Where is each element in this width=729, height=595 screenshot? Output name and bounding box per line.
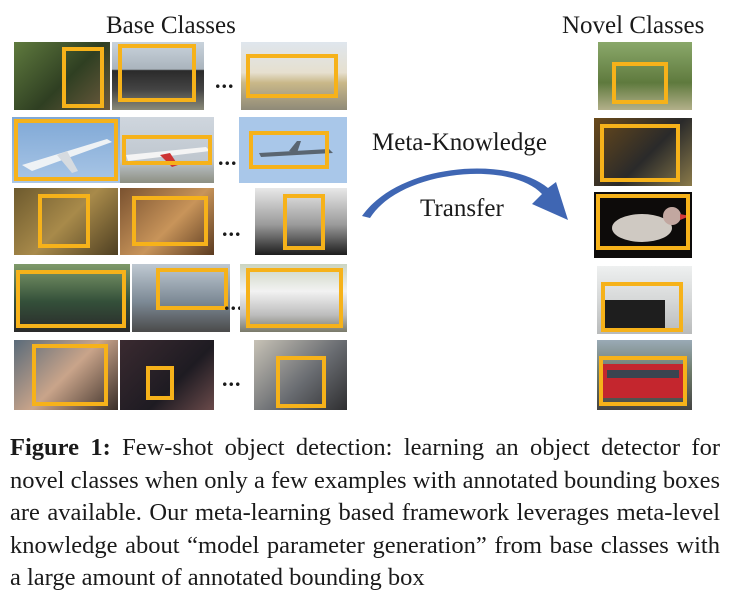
bounding-box xyxy=(16,270,126,328)
transfer-label: Transfer xyxy=(420,195,504,222)
bounding-box xyxy=(283,194,325,250)
bounding-box xyxy=(146,366,174,400)
figure-caption: Figure 1: Few-shot object detection: lea… xyxy=(10,432,720,595)
bounding-box xyxy=(132,196,208,246)
ellipsis: ... xyxy=(222,216,242,241)
bounding-box xyxy=(38,194,90,248)
base-classes-title: Base Classes xyxy=(106,12,236,39)
novel-classes-title: Novel Classes xyxy=(562,12,705,39)
novel-image-bird xyxy=(594,192,692,258)
base-image-airplane-3 xyxy=(239,117,347,183)
airplane-icon xyxy=(22,139,112,173)
bounding-box xyxy=(601,282,683,332)
bounding-box xyxy=(612,62,668,104)
bus-icon xyxy=(603,364,683,398)
meta-knowledge-label: Meta-Knowledge xyxy=(372,129,547,156)
bounding-box xyxy=(122,135,212,165)
novel-image-bus xyxy=(597,340,692,410)
ellipsis: ... xyxy=(222,366,242,391)
base-image-car-3 xyxy=(240,264,347,332)
transfer-arrow-icon xyxy=(362,168,568,220)
bounding-box xyxy=(600,124,680,182)
bounding-box xyxy=(246,268,343,328)
caption-label: Figure 1: xyxy=(10,434,111,461)
base-image-car-1 xyxy=(14,264,130,332)
bounding-box xyxy=(118,44,196,102)
bounding-box xyxy=(596,194,690,250)
bounding-box xyxy=(156,268,228,310)
bounding-box xyxy=(14,119,118,181)
ellipsis: ... xyxy=(218,145,238,170)
base-image-airplane-1 xyxy=(12,117,120,183)
base-image-person-2 xyxy=(120,340,214,410)
bounding-box xyxy=(276,356,326,408)
airplane-icon xyxy=(259,141,333,157)
sofa-icon xyxy=(605,300,665,330)
base-image-train-3 xyxy=(241,42,347,110)
base-image-train-2 xyxy=(112,42,204,110)
bounding-box xyxy=(599,356,687,406)
base-image-train-1 xyxy=(14,42,110,110)
novel-image-cow xyxy=(598,42,692,110)
ellipsis: ... xyxy=(215,68,235,93)
caption-text: Few-shot object detection: learning an o… xyxy=(10,434,720,591)
base-image-car-2 xyxy=(132,264,230,332)
bounding-box xyxy=(32,344,108,406)
bounding-box xyxy=(62,47,104,108)
base-image-airplane-2 xyxy=(120,117,214,183)
bounding-box xyxy=(249,131,329,169)
bounding-box xyxy=(246,54,338,98)
novel-image-motorbike xyxy=(594,118,692,186)
base-image-person-1 xyxy=(14,340,118,410)
ellipsis: ... xyxy=(224,290,244,315)
base-image-dog-1 xyxy=(14,188,118,255)
novel-image-sofa xyxy=(597,266,692,334)
base-image-dog-3 xyxy=(255,188,347,255)
base-image-person-3 xyxy=(254,340,347,410)
base-image-dog-2 xyxy=(120,188,214,255)
